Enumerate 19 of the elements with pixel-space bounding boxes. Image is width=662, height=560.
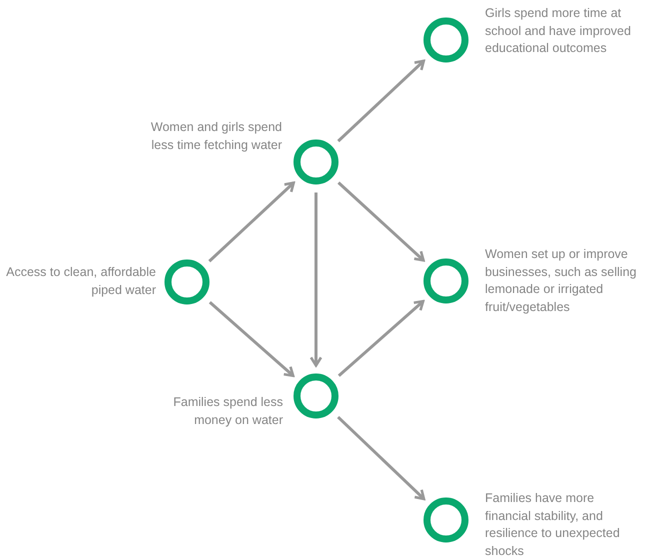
node-caption: Women set up or improve businesses, such as selling lemonade or irrigated fruit/vegetables xyxy=(485,246,638,316)
arrow xyxy=(337,416,426,500)
arrow xyxy=(208,181,295,262)
ring-marker xyxy=(294,374,338,418)
ring-marker xyxy=(164,260,210,304)
arrow xyxy=(337,60,426,142)
node-caption: Girls spend more time at school and have improved educational outcomes xyxy=(485,5,632,57)
ring-marker xyxy=(424,258,468,304)
node-caption: Families have more financial stability, and resilience to unexpected shocks xyxy=(485,490,621,560)
ring-marker xyxy=(424,18,468,62)
arrow xyxy=(208,301,294,378)
node-caption: Women and girls spend less time fetching water xyxy=(150,119,282,154)
ring-marker xyxy=(294,140,338,184)
node-caption: Access to clean, affordable piped water xyxy=(5,264,156,299)
arrow xyxy=(338,300,424,377)
arrow xyxy=(310,192,322,367)
node-caption: Families spend less money on water xyxy=(172,394,283,429)
arrow xyxy=(337,182,425,262)
ring-marker xyxy=(424,498,468,542)
